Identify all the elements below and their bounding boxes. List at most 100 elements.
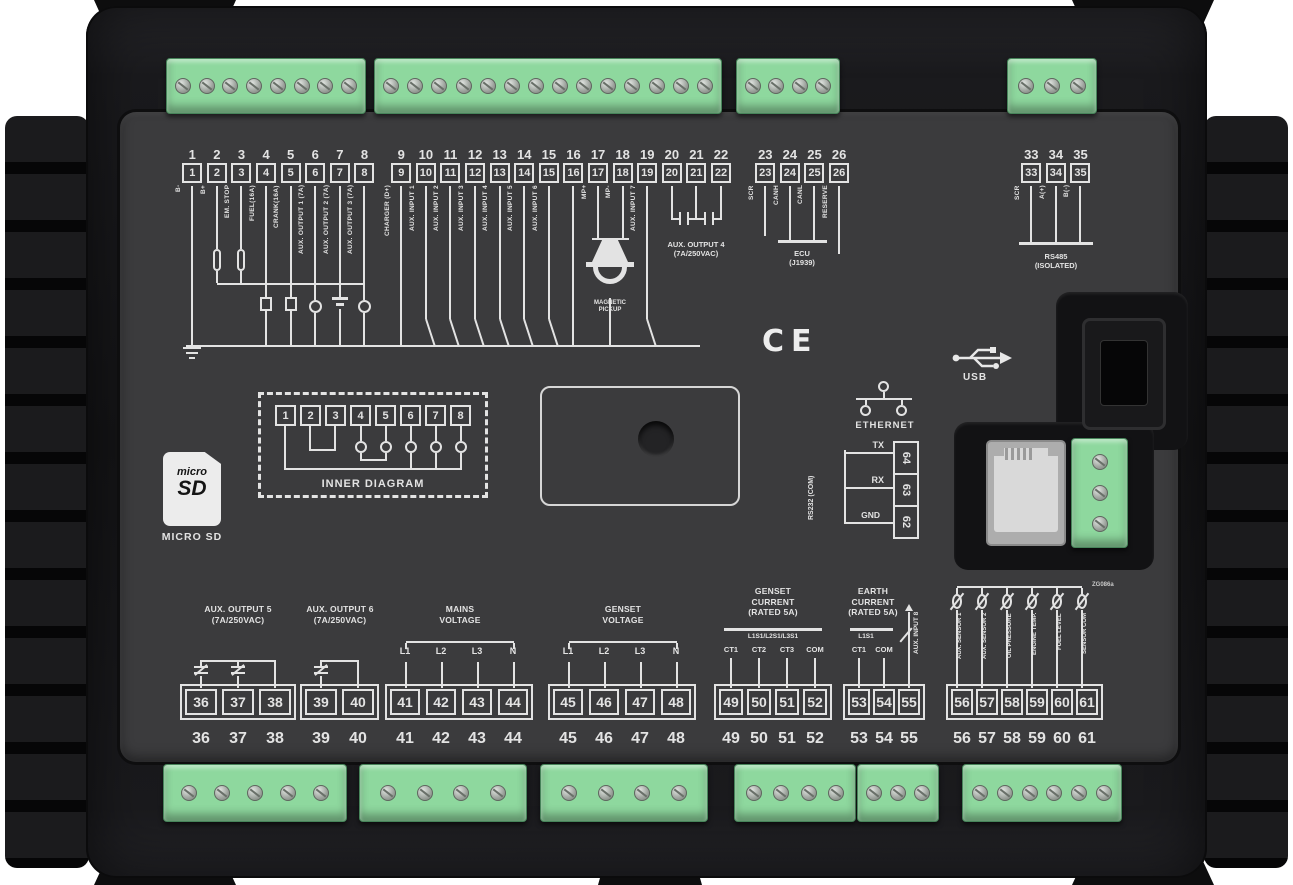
terminal-number: 33 [1024, 147, 1039, 162]
terminal-box: 39 [305, 689, 337, 715]
schematic-wire [908, 612, 910, 688]
terminal-number: 55 [900, 730, 918, 747]
terminal-box-63: 63 [893, 473, 919, 507]
phase-label: L3 [471, 646, 483, 656]
print-part-number: ZG086a [1092, 582, 1114, 588]
schematic-wire [956, 610, 958, 688]
schematic-wire [597, 186, 599, 240]
caption-line: (7A/250VAC) [673, 249, 719, 258]
inner-contact [354, 441, 367, 453]
terminal-box: 56 [951, 689, 973, 715]
ct-pin-label: CT1 [723, 645, 739, 654]
caption-line: (ISOLATED) [1034, 261, 1078, 270]
schematic-wire [265, 311, 267, 347]
terminal-screw [866, 785, 882, 801]
schematic-wire [956, 588, 958, 596]
terminal-screw [174, 78, 191, 94]
schematic-wire [712, 212, 714, 225]
schematic-wire [813, 186, 815, 242]
schematic-wire [290, 186, 292, 284]
inner-terminal-box: 5 [375, 405, 396, 426]
terminal-screw [431, 78, 448, 94]
schematic-wire [265, 284, 267, 297]
usb-port-slot [1100, 340, 1148, 406]
micro-sd-logo-text: micro [177, 466, 207, 478]
terminal-number: 36 [192, 730, 210, 747]
terminal-screw [269, 78, 286, 94]
caption-line: RS485 [1044, 252, 1068, 261]
terminal-box: 52 [803, 689, 827, 715]
terminal-screw [416, 785, 433, 801]
terminal-box: 19 [637, 163, 658, 183]
inner-wire [333, 426, 336, 451]
inner-wire [308, 426, 311, 451]
terminal-box: 58 [1001, 689, 1023, 715]
terminal-box: 18 [612, 163, 633, 183]
schematic-wire [186, 345, 700, 347]
schematic-wire [321, 660, 358, 662]
schematic-wire [671, 186, 673, 220]
terminal-box: 2 [206, 163, 227, 183]
schematic-wire [569, 641, 677, 643]
connector-block-45-48 [540, 764, 708, 822]
ct-pin-label: COM [806, 645, 824, 654]
terminal-box: 14 [514, 163, 535, 183]
inner-terminal-box: 2 [300, 405, 321, 426]
connector-block-56-61 [962, 764, 1122, 822]
schematic-wire [572, 186, 574, 347]
terminal-box: 16 [563, 163, 584, 183]
terminal-label: A(+) [1038, 185, 1046, 200]
terminal-screw [1021, 785, 1038, 801]
terminal-box: 10 [415, 163, 436, 183]
ce-mark: CE [762, 324, 819, 359]
terminal-label: AUX. INPUT 4 [482, 185, 490, 231]
schematic-wire [216, 271, 218, 283]
terminal-box: 22 [711, 163, 732, 183]
sensor-label: AUX. SENSOR 1 [957, 613, 963, 660]
schematic-wire [687, 212, 689, 225]
schematic-wire [858, 658, 860, 688]
rs232-tx-label: TX [872, 440, 884, 450]
schematic-wire [357, 660, 359, 688]
rs232-rx-label: RX [871, 475, 884, 485]
schematic-wire [441, 662, 443, 688]
schematic-wire [332, 297, 348, 300]
terminal-number: 39 [312, 730, 330, 747]
terminal-number: 2 [213, 147, 221, 162]
terminal-box: 12 [465, 163, 486, 183]
caption-line: GENSET [754, 586, 792, 596]
terminal-box: 34 [1045, 163, 1066, 183]
terminal-box: 59 [1026, 689, 1048, 715]
terminal-label: SCR [748, 185, 755, 200]
schematic-wire [845, 487, 893, 489]
terminal-screw [815, 78, 832, 94]
terminal-label: AUX. INPUT 3 [457, 185, 465, 231]
terminal-number: 61 [1078, 730, 1096, 747]
terminal-screw [1070, 78, 1086, 94]
terminal-box: 37 [222, 689, 254, 715]
terminal-screw [971, 785, 988, 801]
schematic-wire [1081, 610, 1083, 688]
sensor-label: SENSOR COM [1082, 613, 1088, 655]
terminal-label: B(-) [1063, 185, 1071, 198]
caption-line: (7A/250VAC) [211, 614, 265, 625]
schematic-wire [499, 186, 501, 319]
terminal-box: 42 [426, 689, 456, 715]
ethernet-label: ETHERNET [855, 420, 915, 431]
terminal-box: 61 [1076, 689, 1098, 715]
terminal-number: 11 [443, 147, 458, 162]
terminal-number: 64 [900, 451, 912, 465]
micro-sd-logo: micro SD [163, 452, 221, 526]
terminal-number: 24 [782, 147, 798, 162]
schematic-wire [622, 186, 624, 240]
caption-line: VOLTAGE [602, 614, 644, 625]
terminal-box: 7 [329, 163, 350, 183]
terminal-box: 8 [354, 163, 375, 183]
schematic-wire [1030, 186, 1032, 244]
schematic-wire [183, 347, 201, 349]
